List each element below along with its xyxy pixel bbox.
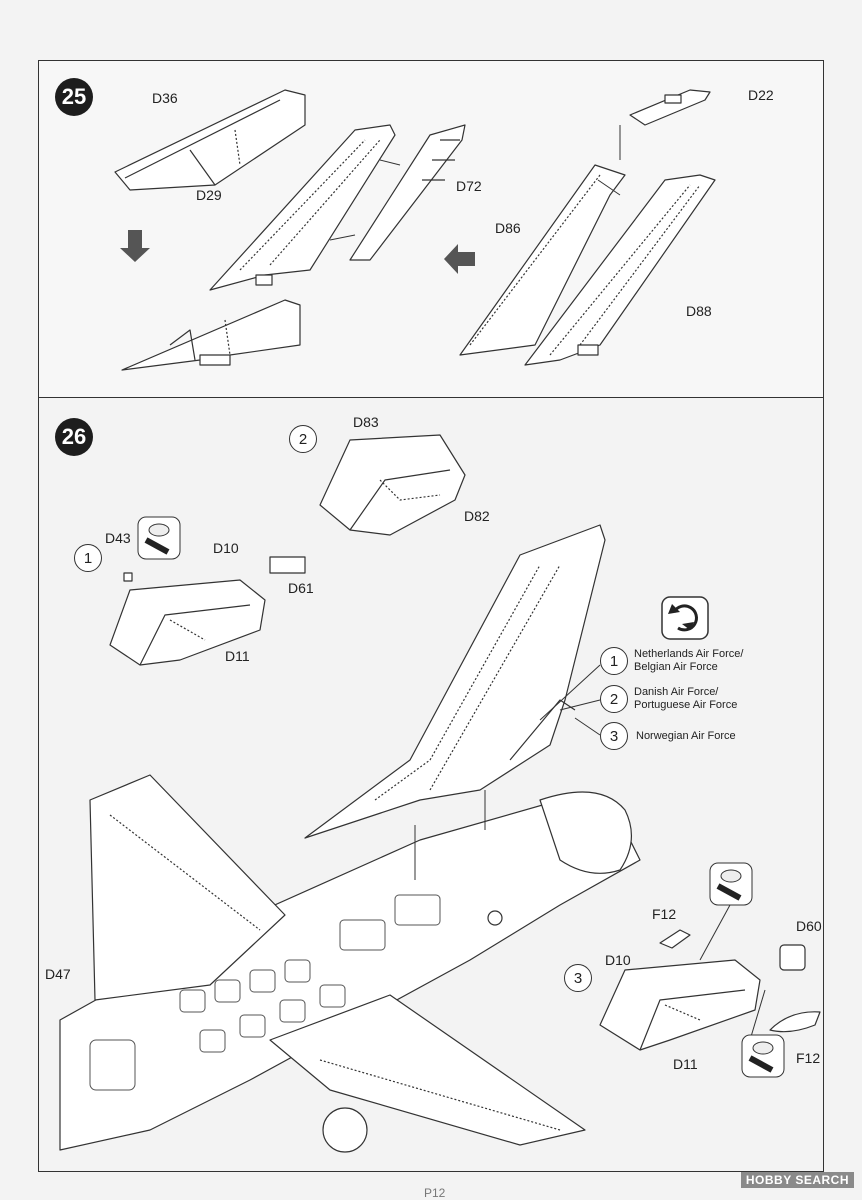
variant-number: 3 bbox=[600, 722, 628, 750]
panel-lines-drawing bbox=[89, 894, 441, 1091]
part-root-assembled-drawing bbox=[121, 299, 301, 371]
part-label-f12: F12 bbox=[796, 1050, 821, 1066]
part-label-d86: D86 bbox=[495, 220, 521, 236]
glue-icon bbox=[137, 516, 181, 560]
part-label-d61: D61 bbox=[288, 580, 314, 596]
variant-text: Danish Air Force/ Portuguese Air Force bbox=[634, 686, 738, 711]
part-fin-left-drawing bbox=[209, 124, 396, 291]
variant-number: 1 bbox=[600, 647, 628, 675]
variant-text: Netherlands Air Force/ Belgian Air Force bbox=[634, 648, 744, 673]
direction-arrow-icon bbox=[120, 230, 475, 274]
part-d88-drawing bbox=[524, 174, 716, 366]
part-label-f12: F12 bbox=[652, 906, 677, 922]
assembly-arrow-icon bbox=[414, 664, 766, 1041]
part-d86-drawing bbox=[459, 164, 626, 356]
flip-over-icon bbox=[661, 596, 709, 640]
option-callout-2: 2 bbox=[289, 425, 317, 453]
part-d22-drawing bbox=[629, 89, 711, 126]
part-label-d72: D72 bbox=[456, 178, 482, 194]
glue-icon bbox=[741, 1034, 785, 1078]
part-vertical-tail-drawing bbox=[304, 524, 606, 839]
option-callout-1: 1 bbox=[74, 544, 102, 572]
part-d36-drawing bbox=[114, 89, 306, 191]
part-label-d10: D10 bbox=[605, 952, 631, 968]
part-label-d88: D88 bbox=[686, 303, 712, 319]
step-26-panel bbox=[38, 397, 824, 1172]
assembly-arrow-icon bbox=[329, 125, 621, 241]
part-fuselage-drawing bbox=[59, 791, 641, 1153]
part-label-d11: D11 bbox=[225, 648, 250, 664]
page-number: P12 bbox=[424, 1186, 446, 1200]
variant-number: 2 bbox=[600, 685, 628, 713]
part-d83-d82-drawing bbox=[319, 434, 466, 536]
part-wing-drawing bbox=[89, 774, 286, 1001]
part-label-d83: D83 bbox=[353, 414, 379, 430]
part-d72-drawing bbox=[349, 124, 466, 261]
glue-icon bbox=[709, 862, 753, 906]
watermark-logo: HOBBY SEARCH bbox=[740, 1172, 854, 1188]
part-label-d43: D43 bbox=[105, 530, 131, 546]
part-d10-d11-option1-drawing bbox=[109, 556, 306, 666]
part-label-d36: D36 bbox=[152, 90, 178, 106]
part-label-d29: D29 bbox=[196, 187, 222, 203]
part-label-d22: D22 bbox=[748, 87, 774, 103]
part-label-d82: D82 bbox=[464, 508, 490, 524]
step-number-badge: 25 bbox=[55, 78, 93, 116]
part-label-d11: D11 bbox=[673, 1056, 698, 1072]
step-number-badge: 26 bbox=[55, 418, 93, 456]
option-callout-3: 3 bbox=[564, 964, 592, 992]
part-label-d60: D60 bbox=[796, 918, 822, 934]
part-d10-d11-option3-drawing bbox=[599, 929, 821, 1051]
part-label-d10: D10 bbox=[213, 540, 239, 556]
variant-text: Norwegian Air Force bbox=[636, 730, 736, 742]
step-25-panel bbox=[38, 60, 824, 398]
part-horizontal-stabilizer-drawing bbox=[269, 994, 586, 1146]
part-label-d47: D47 bbox=[45, 966, 71, 982]
